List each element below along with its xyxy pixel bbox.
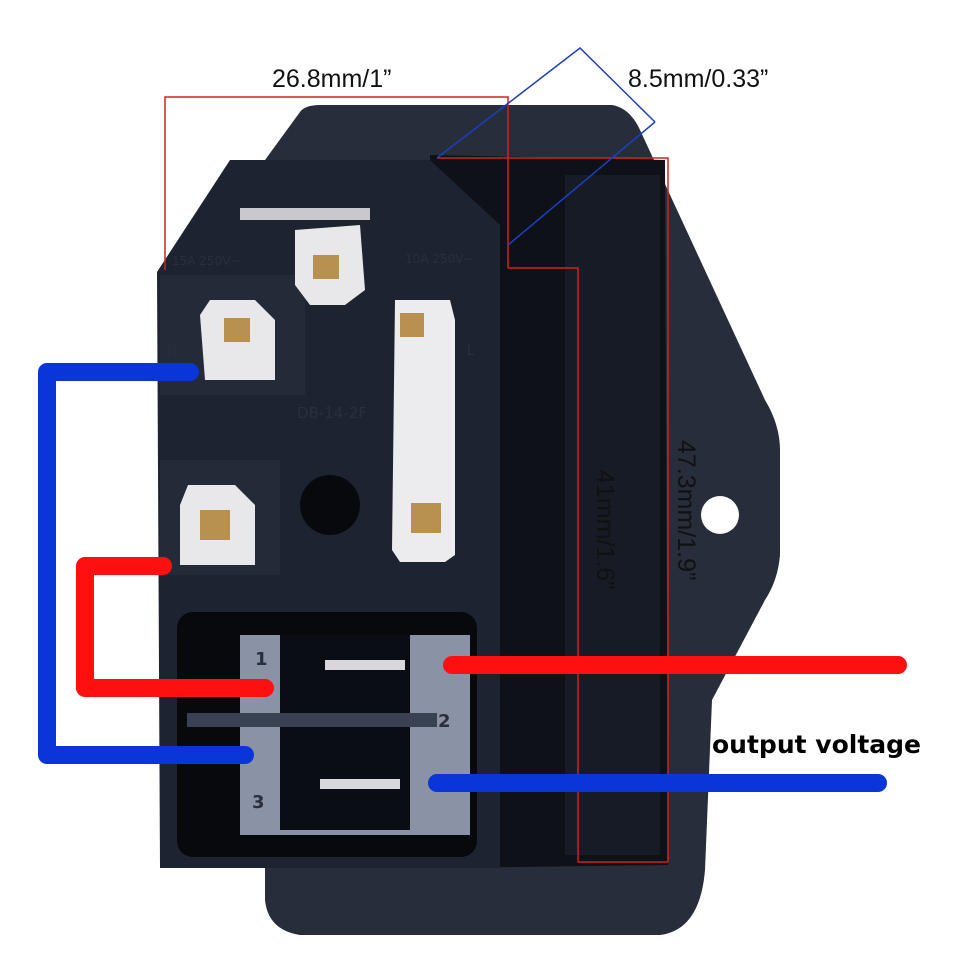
screw-bottom (200, 510, 230, 540)
mounting-hole (701, 496, 739, 534)
output-voltage-label: output voltage (712, 730, 921, 759)
terminal-live (392, 300, 455, 562)
depth-line-top (436, 47, 656, 159)
rating-left: 15A 250V~ (172, 254, 240, 268)
screw-earth (313, 255, 339, 279)
flange-height-dimension: 47.3mm/1.9” (672, 440, 700, 580)
dimension-lines (164, 96, 669, 863)
screw-live-bottom (411, 503, 441, 533)
switch-terminal-3: 3 (252, 792, 265, 813)
body-height-dimension: 41mm/1.6” (591, 470, 619, 589)
terminal-earth-tab (240, 208, 370, 220)
width-dimension-line (164, 96, 509, 270)
flange-height-dimension-line (437, 157, 669, 862)
label-neutral: N (167, 344, 177, 359)
wire-live-input (76, 557, 274, 697)
switch-terminal-1: 1 (255, 649, 268, 670)
depth-dimension: 8.5mm/0.33” (628, 65, 768, 93)
switch-pin-bottom (320, 779, 400, 789)
body-height-dimension-line (508, 267, 668, 863)
depth-line-bottom (507, 121, 656, 246)
label-live: L (467, 344, 475, 359)
switch-terminal-2: 2 (438, 711, 451, 732)
screw-live-top (400, 313, 424, 337)
rating-right: 10A 250V~ (405, 252, 473, 266)
socket-hole (300, 475, 360, 535)
housing-side-shade (565, 175, 660, 855)
model-number: DB-14-2F (297, 404, 367, 422)
screw-neutral (224, 318, 250, 342)
switch-divider (187, 713, 437, 727)
switch-pin-top (325, 660, 405, 670)
width-dimension: 26.8mm/1” (272, 65, 391, 93)
depth-lines (436, 47, 656, 246)
wire-neutral-input (38, 363, 254, 764)
